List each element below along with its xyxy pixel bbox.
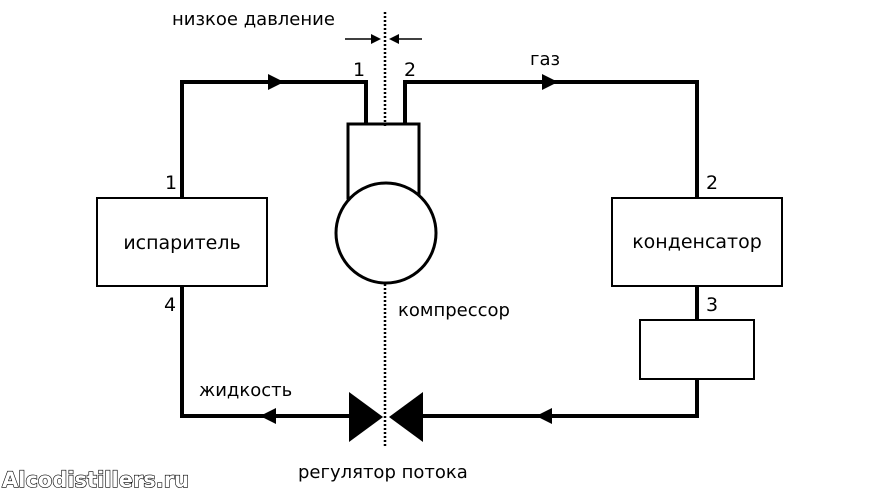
point-condenser-in: 2 [706,172,718,194]
liquid-label: жидкость [199,380,292,401]
point-compressor-out: 2 [404,59,416,81]
pressure-arrow-right-head [389,34,399,44]
compressor [334,122,438,285]
point-evaporator-in: 1 [165,172,177,194]
pressure-arrow-left-head [371,34,381,44]
condenser-box [611,197,783,287]
flow-regulator-label: регулятор потока [298,462,468,483]
pipe-compressor-to-condenser [403,80,699,198]
point-compressor-in: 1 [353,59,365,81]
flow-arrow-bottom-right [536,408,552,424]
receiver-box [639,319,755,380]
flow-arrow-top-left [268,74,284,90]
point-condenser-out: 3 [706,294,718,316]
compressor-label: компрессор [398,300,510,321]
pipe-evaporator-to-compressor [180,80,368,198]
evaporator-box [96,197,268,287]
evaporator-label: испаритель [123,232,240,254]
watermark: Alcodistillers.ru [2,468,189,492]
point-evaporator-out: 4 [164,294,176,316]
low-pressure-label: низкое давление [172,9,335,30]
condenser-label: конденсатор [632,231,762,253]
flow-arrow-top-right [542,74,558,90]
gas-label: газ [530,49,560,70]
compressor-body [334,181,438,285]
valve-left-triangle [349,392,383,442]
flow-regulator-valve [349,392,423,442]
pipe-receiver-to-regulator [420,379,699,418]
flow-arrow-bottom-left [260,408,276,424]
valve-right-triangle [389,392,423,442]
pipe-regulator-to-evaporator [180,286,350,418]
